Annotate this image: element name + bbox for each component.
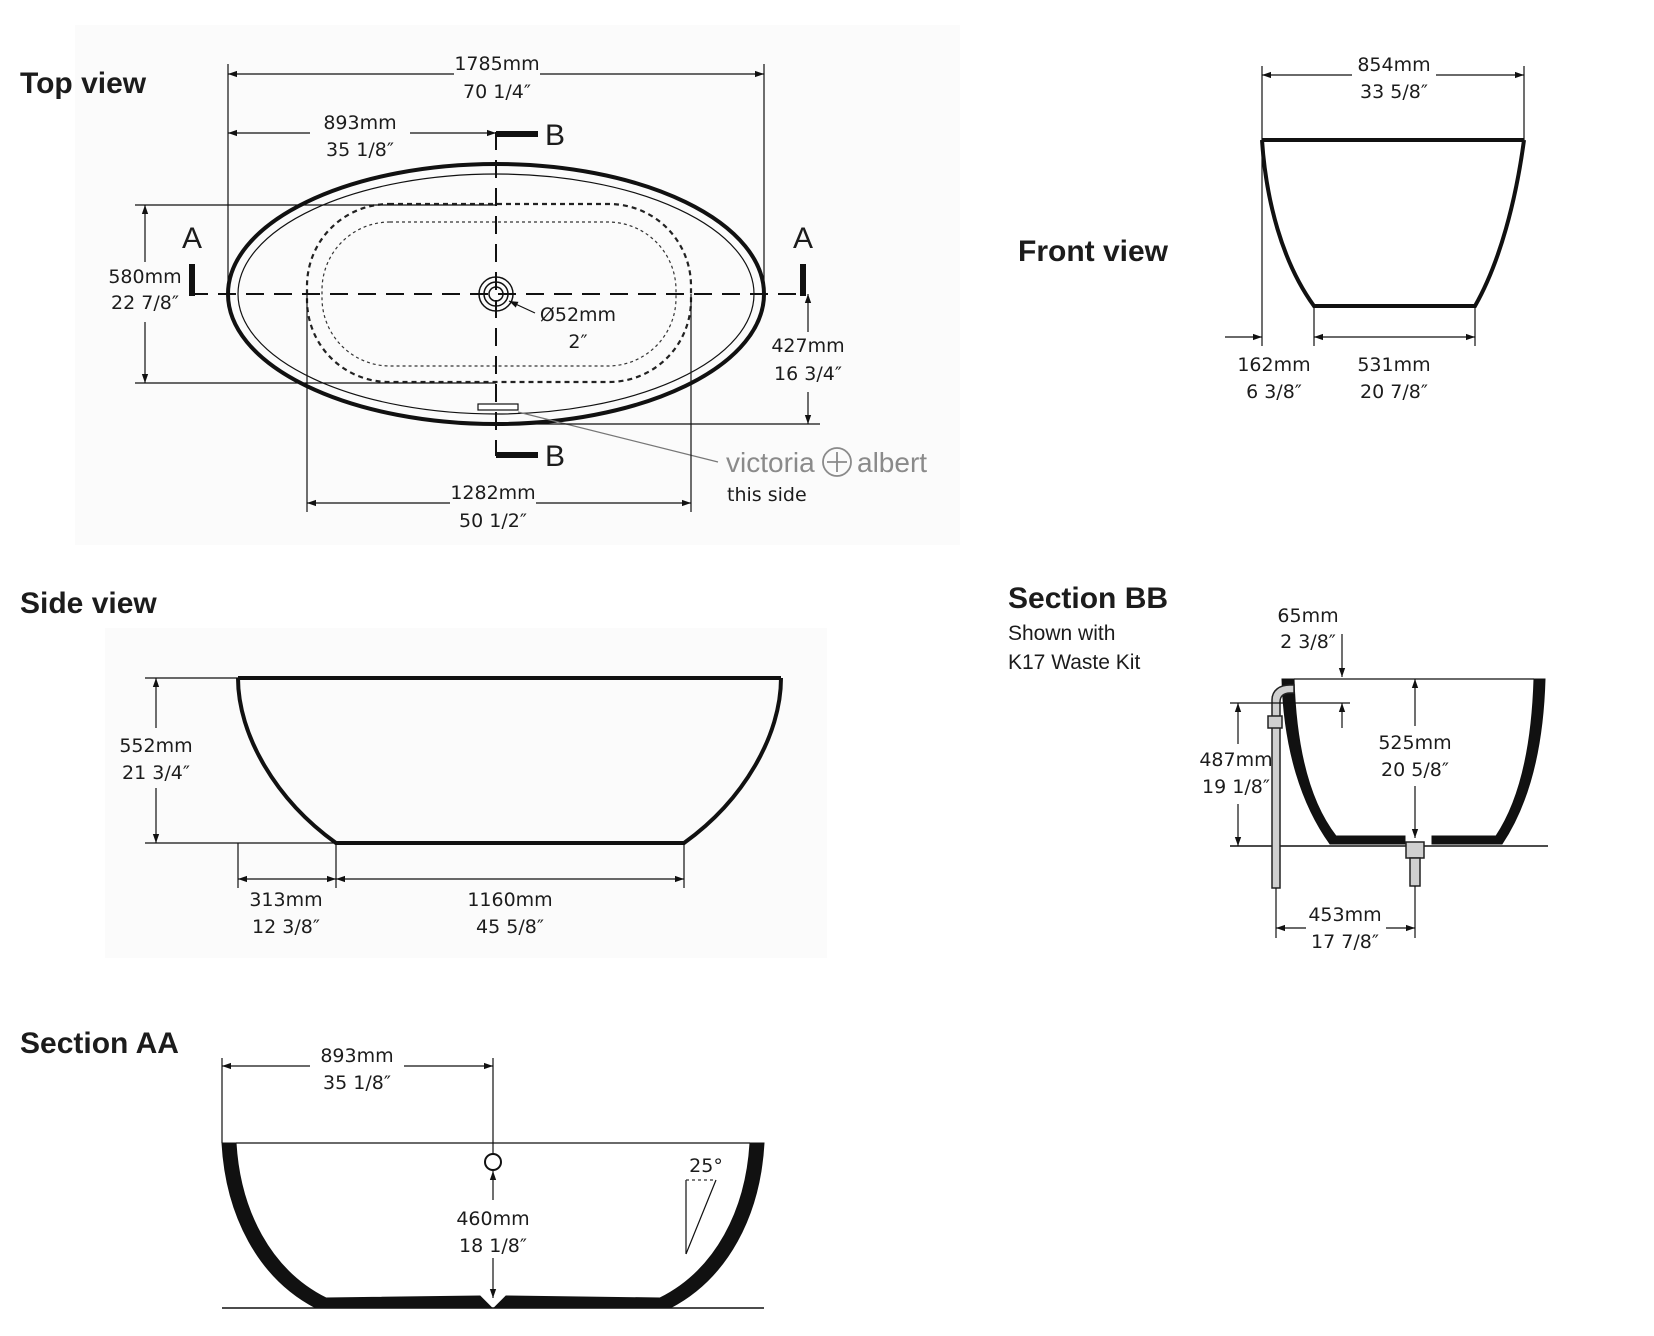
section-aa-wall-right	[492, 1142, 765, 1309]
inner-width-in: 22 7/8″	[111, 292, 179, 314]
brand-note: this side	[727, 484, 807, 506]
front-base-mm: 531mm	[1357, 354, 1430, 376]
overflow-fitting	[1267, 715, 1283, 729]
side-view-title: Side view	[20, 587, 157, 620]
front-view: Front view 854mm 33 5/8″ 162mm 6 3/8″ 53…	[1018, 54, 1526, 403]
svg-text:A: A	[182, 222, 202, 255]
front-base-in: 20 7/8″	[1360, 381, 1428, 403]
section-aa: Section AA 893mm 35 1/8″ 460mm 18 1/8″ 2…	[20, 1027, 765, 1309]
overall-length-mm: 1785mm	[454, 53, 539, 75]
front-offset-mm: 162mm	[1237, 354, 1310, 376]
top-view: Top view Ø52mm 2″ A A	[20, 25, 960, 545]
section-marker-b-top: B	[496, 119, 565, 152]
waste-tail	[1409, 857, 1421, 887]
section-marker-a-right: A	[793, 222, 813, 296]
basin-floor-hidden	[321, 221, 677, 367]
aa-half-length-in: 35 1/8″	[323, 1072, 391, 1094]
front-profile	[1260, 139, 1526, 308]
overflow-pipe	[1271, 684, 1295, 889]
section-marker-b-bottom: B	[496, 440, 565, 473]
section-bb: Section BB Shown with K17 Waste Kit 65mm…	[1008, 582, 1548, 953]
aa-overflow-height-mm: 460mm	[456, 1208, 529, 1230]
section-aa-title: Section AA	[20, 1027, 179, 1060]
waste-diameter-in: 2″	[568, 331, 587, 353]
bb-waste-offset-mm: 453mm	[1308, 904, 1381, 926]
top-view-panel	[75, 25, 960, 545]
section-bb-subtitle-2: K17 Waste Kit	[1008, 651, 1140, 674]
section-aa-wall-left	[221, 1142, 494, 1309]
brand-leader	[517, 411, 719, 463]
bb-waste-offset-in: 17 7/8″	[1311, 931, 1379, 953]
waste-diameter-mm: Ø52mm	[540, 304, 616, 326]
side-profile	[236, 677, 783, 845]
brand-name-left: victoria	[726, 447, 815, 478]
section-bb-title: Section BB	[1008, 582, 1168, 615]
bb-overflow-height-in: 19 1/8″	[1202, 776, 1270, 798]
bb-depth-in: 20 5/8″	[1381, 759, 1449, 781]
aa-half-length-mm: 893mm	[320, 1045, 393, 1067]
rim-drop-mm: 65mm	[1277, 605, 1338, 627]
side-offset-in: 12 3/8″	[252, 916, 320, 938]
base-length-in: 50 1/2″	[459, 510, 527, 532]
rim-drop-in: 2 3/8″	[1280, 631, 1336, 653]
overflow-hole-icon	[484, 1153, 502, 1171]
bb-overflow-height-mm: 487mm	[1199, 749, 1272, 771]
inner-width-mm: 580mm	[108, 266, 181, 288]
aa-overflow-height-in: 18 1/8″	[459, 1235, 527, 1257]
half-length-mm: 893mm	[323, 112, 396, 134]
side-base-in: 45 5/8″	[476, 916, 544, 938]
side-height-in: 21 3/4″	[122, 762, 190, 784]
front-view-title: Front view	[1018, 235, 1169, 268]
front-offset-in: 6 3/8″	[1246, 381, 1302, 403]
top-view-title: Top view	[20, 67, 147, 100]
overall-length-in: 70 1/4″	[463, 81, 531, 103]
base-length-mm: 1282mm	[450, 482, 535, 504]
to-edge-mm: 427mm	[771, 335, 844, 357]
to-edge-in: 16 3/4″	[774, 363, 842, 385]
half-length-in: 35 1/8″	[326, 139, 394, 161]
side-view: Side view 552mm 21 3/4″ 313mm 12 3/8″ 11…	[20, 587, 827, 958]
bb-depth-mm: 525mm	[1378, 732, 1451, 754]
side-view-panel	[105, 628, 827, 958]
section-bb-wall-right	[1431, 678, 1546, 845]
svg-text:A: A	[793, 222, 813, 255]
side-height-mm: 552mm	[119, 735, 192, 757]
side-base-mm: 1160mm	[467, 889, 552, 911]
section-marker-a-left: A	[182, 222, 202, 296]
waste-fitting	[1405, 841, 1425, 859]
backrest-angle: 25°	[689, 1155, 723, 1177]
section-bb-subtitle-1: Shown with	[1008, 622, 1115, 645]
waste-leader	[508, 300, 536, 314]
front-width-mm: 854mm	[1357, 54, 1430, 76]
overflow-slot	[477, 403, 519, 411]
backrest-angle-indicator	[685, 1179, 717, 1255]
section-bb-wall-left	[1281, 678, 1406, 845]
brand-plus-icon	[822, 447, 852, 477]
svg-text:B: B	[545, 440, 565, 473]
svg-text:B: B	[545, 119, 565, 152]
brand-name-right: albert	[857, 447, 927, 478]
side-offset-mm: 313mm	[249, 889, 322, 911]
waste-outlet	[478, 276, 514, 312]
front-width-in: 33 5/8″	[1360, 81, 1428, 103]
